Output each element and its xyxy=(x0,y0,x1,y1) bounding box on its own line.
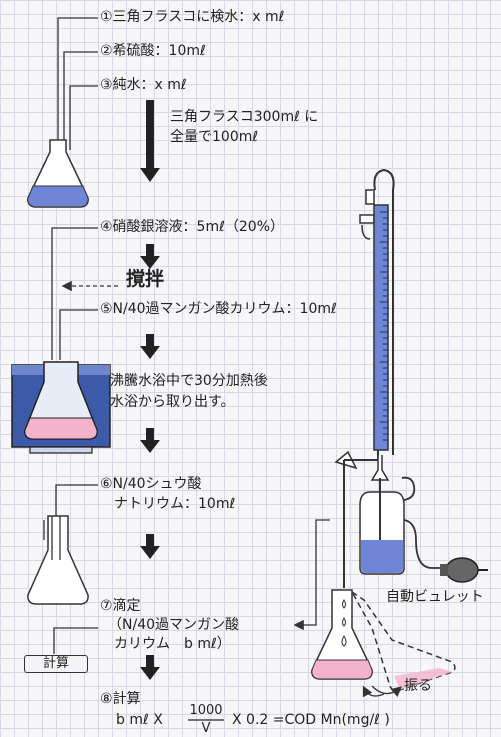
titration-flask xyxy=(311,589,373,680)
formula-denominator: V xyxy=(201,721,211,736)
step-4-silver-nitrate: ④硝酸銀溶液：5mℓ（20%） xyxy=(100,219,284,235)
burette-feed-line xyxy=(293,519,330,631)
automatic-burette-label: 自動ビュレット xyxy=(386,589,484,605)
calc-connector xyxy=(53,627,98,654)
formula-left: b mℓ X xyxy=(116,712,163,728)
feed-lines-step-6 xyxy=(43,484,98,540)
bath-instruction-line-2: 水浴から取り出す。 xyxy=(110,394,235,410)
shake-label: 振る xyxy=(404,678,432,694)
bath-instruction-line-1: 沸騰水浴中で30分加熱後 xyxy=(110,373,268,389)
flask-3 xyxy=(27,515,89,605)
stir-label: 撹拌 xyxy=(126,268,165,290)
step-3-note-line-2: 全量で100mℓ xyxy=(170,129,259,145)
step-8-calculation: ⑧計算 xyxy=(100,691,141,707)
step-3-pure-water: ③純水：x mℓ xyxy=(100,77,187,93)
flask-1 xyxy=(27,139,89,208)
process-arrows xyxy=(140,100,160,680)
calc-box: 計算 xyxy=(24,655,88,673)
step-7-detail-line-1: （N/40過マンガン酸 xyxy=(108,617,240,633)
automatic-burette xyxy=(334,168,488,588)
step-3-note-line-1: 三角フラスコ300mℓ に xyxy=(170,109,319,125)
shaking-flask-outline xyxy=(351,591,456,698)
step-1-sample-water: ①三角フラスコに検水：x mℓ xyxy=(100,9,285,25)
step-6-sodium-oxalate-line-1: ⑥N/40シュウ酸 xyxy=(100,476,202,492)
step-5-potassium-permanganate: ⑤N/40過マンガン酸カリウム：10mℓ xyxy=(100,301,337,317)
formula-numerator: 1000 xyxy=(189,703,223,718)
step-7-titration: ⑦滴定 xyxy=(100,598,141,614)
step-7-detail-line-2: カリウム b mℓ） xyxy=(114,636,231,652)
feed-lines-step-4-5 xyxy=(51,227,98,360)
formula-right: X 0.2 =COD Mn(mg/ℓ ) xyxy=(232,712,390,728)
step-6-sodium-oxalate-line-2: ナトリウム：10mℓ xyxy=(114,496,236,512)
water-bath xyxy=(11,361,111,454)
step-2-dilute-sulfuric-acid: ②希硫酸：10mℓ xyxy=(100,43,206,59)
feed-lines-flask-1 xyxy=(57,17,98,150)
